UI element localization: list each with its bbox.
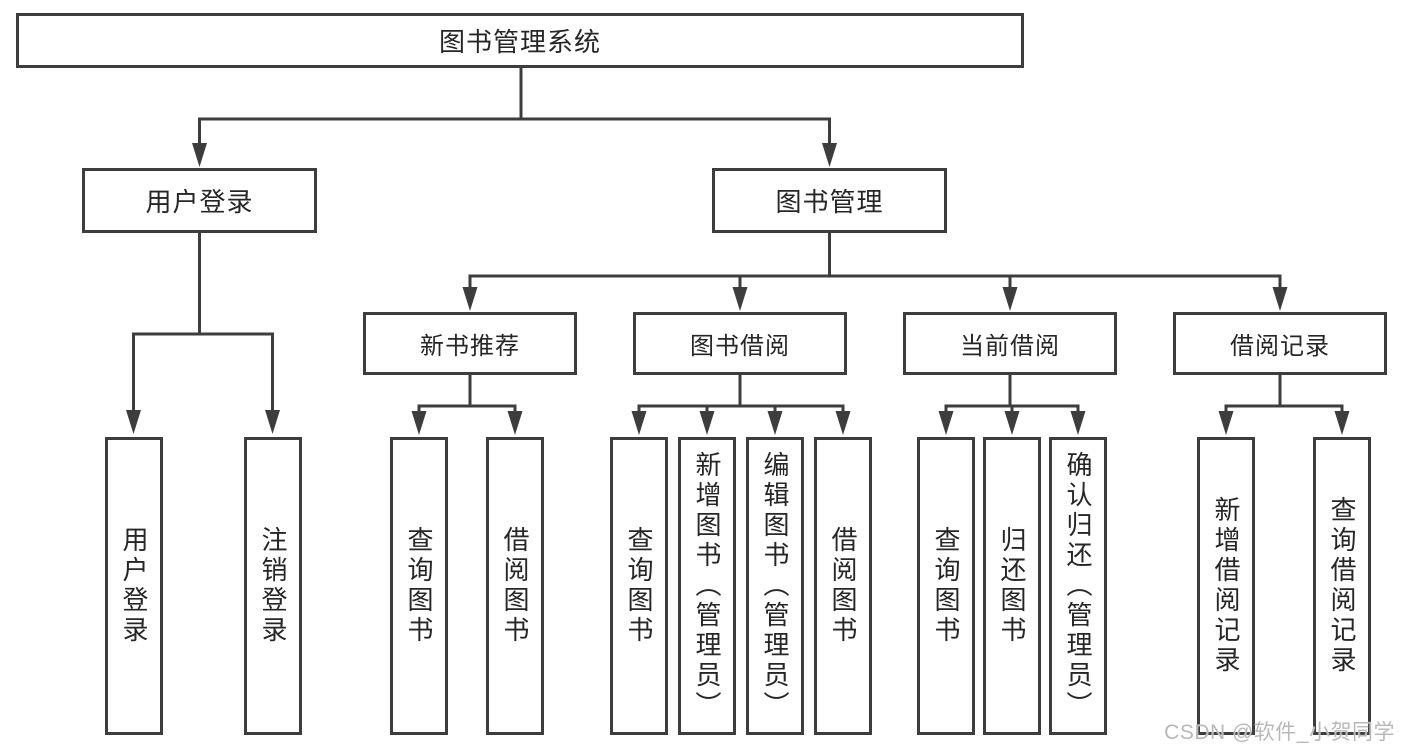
leaf-borrow-borrow-books: 借阅图书 <box>814 437 872 735</box>
arrowhead <box>1218 411 1234 435</box>
arrowhead <box>699 411 715 435</box>
arrowhead <box>822 143 837 167</box>
arrowhead <box>1334 411 1350 435</box>
node-new-book-recommend: 新书推荐 <box>363 312 577 375</box>
root-node: 图书管理系统 <box>16 13 1024 68</box>
leaf-borrow-query-books: 查询图书 <box>610 437 668 735</box>
connector-records-to-leaves <box>1218 375 1350 435</box>
node-book-management-label: 图书管理 <box>775 187 884 217</box>
leaf-newbook-query-books-label: 查询图书 <box>404 526 434 646</box>
leaf-newbook-query-books: 查询图书 <box>390 437 448 735</box>
arrowhead <box>265 410 280 434</box>
leaf-current-confirm-return-admin: 确认归还（管理员） <box>1049 437 1107 735</box>
leaf-records-query-record: 查询借阅记录 <box>1313 437 1371 735</box>
leaf-records-add-record-label: 新增借阅记录 <box>1211 496 1241 676</box>
connector-bookborrow-to-leaves <box>631 375 851 435</box>
leaf-current-return-books-label: 归还图书 <box>997 526 1027 646</box>
arrowhead <box>1004 411 1020 435</box>
node-book-management: 图书管理 <box>712 168 947 233</box>
node-new-book-recommend-label: 新书推荐 <box>420 333 520 360</box>
arrowhead <box>462 287 478 311</box>
connector-root-to-level2 <box>192 68 837 167</box>
leaf-logout: 注销登录 <box>244 437 302 735</box>
leaf-borrow-borrow-books-label: 借阅图书 <box>828 526 858 646</box>
leaf-borrow-query-books-label: 查询图书 <box>624 526 654 646</box>
leaf-logout-label: 注销登录 <box>258 526 288 646</box>
leaf-borrow-add-books-admin-label: 新增图书（管理员） <box>692 451 722 721</box>
leaf-user-login: 用户登录 <box>105 437 163 735</box>
leaf-current-query-books: 查询图书 <box>917 437 975 735</box>
node-book-borrow: 图书借阅 <box>633 312 847 375</box>
connector-userlogin-to-leaves <box>126 233 280 434</box>
leaf-borrow-edit-books-admin: 编辑图书（管理员） <box>746 437 804 735</box>
leaf-borrow-add-books-admin: 新增图书（管理员） <box>678 437 736 735</box>
leaf-records-query-record-label: 查询借阅记录 <box>1327 496 1357 676</box>
arrowhead <box>767 411 783 435</box>
arrowhead <box>1272 287 1288 311</box>
connector-bookmgmt-to-level3 <box>462 233 1288 311</box>
node-book-borrow-label: 图书借阅 <box>690 333 790 360</box>
leaf-borrow-edit-books-admin-label: 编辑图书（管理员） <box>760 451 790 721</box>
arrowhead <box>835 411 851 435</box>
arrowhead <box>1070 411 1086 435</box>
node-borrow-records: 借阅记录 <box>1173 312 1387 375</box>
arrowhead <box>631 411 647 435</box>
arrowhead <box>411 411 427 435</box>
arrowhead <box>192 143 207 167</box>
leaf-newbook-borrow-books: 借阅图书 <box>486 437 544 735</box>
node-borrow-records-label: 借阅记录 <box>1230 333 1330 360</box>
node-user-login: 用户登录 <box>82 168 317 233</box>
node-user-login-label: 用户登录 <box>145 187 254 217</box>
arrowhead <box>126 410 141 434</box>
root-node-label: 图书管理系统 <box>438 27 601 57</box>
node-current-borrow: 当前借阅 <box>903 312 1117 375</box>
leaf-newbook-borrow-books-label: 借阅图书 <box>500 526 530 646</box>
leaf-current-return-books: 归还图书 <box>983 437 1041 735</box>
arrowhead <box>1002 287 1018 311</box>
connector-newbook-to-leaves <box>411 375 523 435</box>
connector-currentborrow-to-leaves <box>938 375 1086 435</box>
leaf-user-login-label: 用户登录 <box>119 526 149 646</box>
leaf-current-query-books-label: 查询图书 <box>931 526 961 646</box>
leaf-records-add-record: 新增借阅记录 <box>1197 437 1255 735</box>
arrowhead <box>732 287 748 311</box>
node-current-borrow-label: 当前借阅 <box>960 333 1060 360</box>
arrowhead <box>938 411 954 435</box>
leaf-current-confirm-return-admin-label: 确认归还（管理员） <box>1063 451 1093 721</box>
arrowhead <box>507 411 523 435</box>
csdn-watermark: CSDN @软件_小贺同学 <box>1164 721 1395 744</box>
